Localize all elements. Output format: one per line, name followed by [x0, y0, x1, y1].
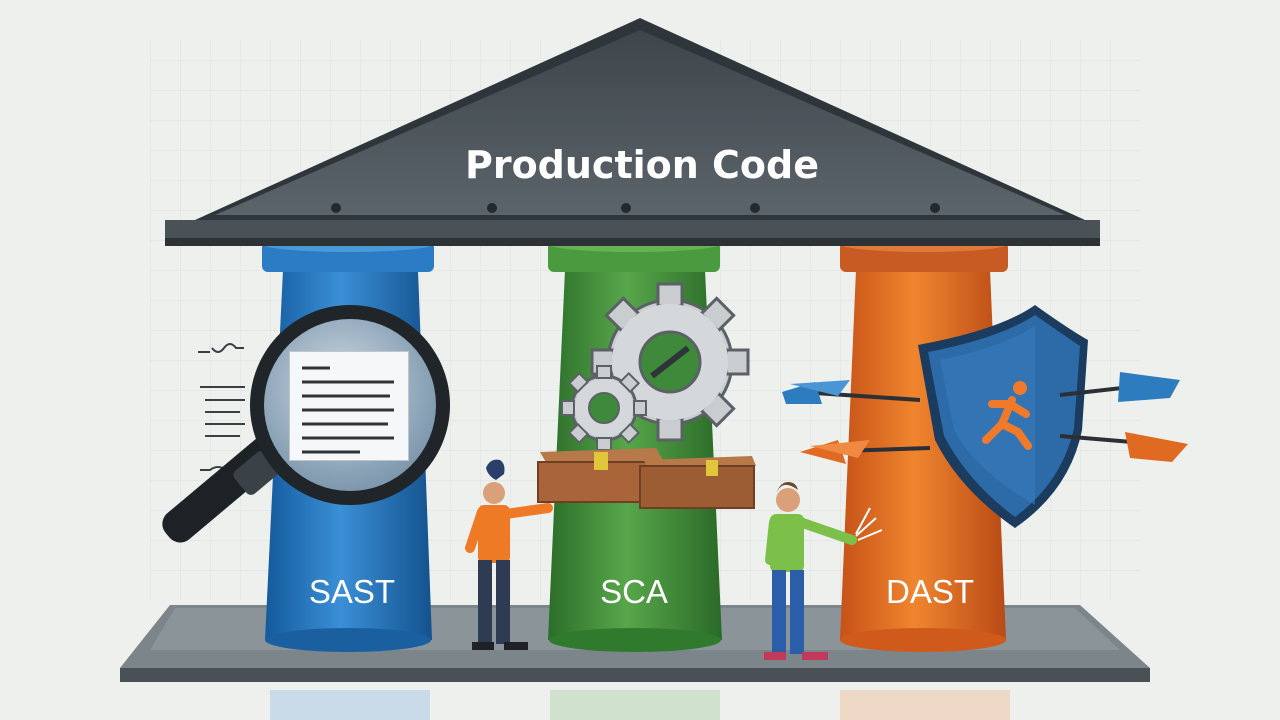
package-box-icon	[537, 448, 756, 509]
shield-icon	[918, 305, 1088, 528]
pillar-label-dast: DAST	[886, 573, 974, 610]
pillar-sca: SCA	[548, 236, 722, 652]
person-icon	[764, 482, 883, 660]
gear-icon	[561, 282, 750, 451]
magnifier-icon	[162, 305, 450, 543]
roof-title: Production Code	[465, 143, 819, 187]
runner-icon	[982, 381, 1032, 450]
pillar-label-sast: SAST	[309, 573, 395, 610]
arrow-icon	[782, 372, 1188, 464]
document-icon	[289, 351, 409, 461]
temple-roof: Production Code	[165, 18, 1100, 246]
person-icon	[465, 459, 553, 650]
pillar-label-sca: SCA	[600, 573, 668, 610]
